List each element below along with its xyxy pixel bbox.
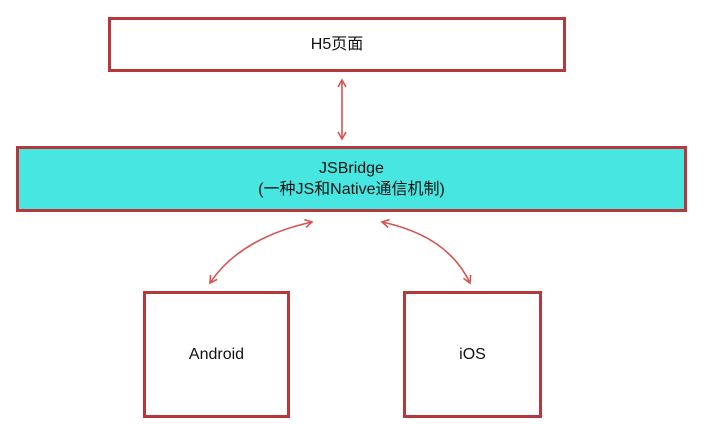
- h5-page-label: H5页面: [310, 35, 364, 53]
- arrow-bridge-android: [209, 218, 314, 285]
- h5-page-box: H5页面: [108, 17, 566, 72]
- ios-label: iOS: [459, 345, 486, 363]
- android-box: Android: [143, 291, 290, 418]
- jsbridge-box: JSBridge (一种JS和Native通信机制): [16, 146, 687, 212]
- jsbridge-title: JSBridge: [319, 160, 384, 177]
- jsbridge-subtitle: (一种JS和Native通信机制): [258, 181, 445, 198]
- android-label: Android: [188, 345, 245, 363]
- arrow-bridge-ios: [380, 218, 472, 285]
- ios-box: iOS: [403, 291, 542, 418]
